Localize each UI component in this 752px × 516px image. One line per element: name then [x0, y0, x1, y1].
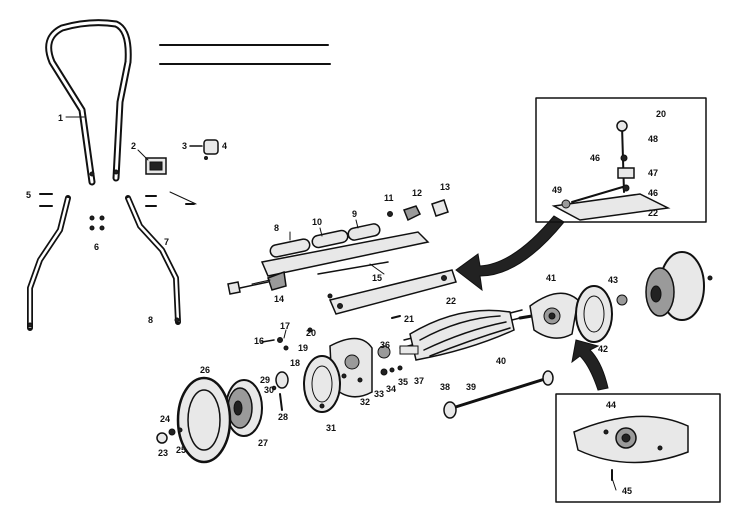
- wheel-right: [645, 251, 713, 321]
- adjust-hardware: [387, 199, 449, 222]
- handle-brace-left: [27, 195, 71, 331]
- label-29: 29: [260, 375, 270, 385]
- label-38: 38: [440, 382, 450, 392]
- label-25: 25: [176, 445, 186, 455]
- label-10: 10: [312, 217, 322, 227]
- label-33: 33: [374, 389, 384, 399]
- label-19: 19: [298, 343, 308, 353]
- inset-label-48: 48: [648, 134, 658, 144]
- inset-label-46-lower: 46: [648, 188, 658, 198]
- label-31: 31: [326, 423, 336, 433]
- small-hardware: [377, 345, 419, 376]
- label-30: 30: [264, 385, 274, 395]
- label-26: 26: [200, 365, 210, 375]
- label-1: 1: [58, 113, 63, 123]
- label-2: 2: [131, 141, 136, 151]
- inset-bottom-labels: 44 45: [606, 400, 632, 496]
- label-20: 20: [306, 328, 316, 338]
- label-14: 14: [274, 294, 284, 304]
- label-15: 15: [372, 273, 382, 283]
- tire-left: [176, 376, 232, 464]
- label-42: 42: [598, 344, 608, 354]
- inset-label-49: 49: [552, 185, 562, 195]
- inset-label-22: 22: [648, 208, 658, 218]
- inset-bottom: [555, 393, 721, 503]
- label-17: 17: [280, 321, 290, 331]
- label-8-left: 8: [274, 223, 279, 233]
- pinion-gear: [271, 371, 289, 411]
- label-18: 18: [290, 358, 300, 368]
- label-40: 40: [496, 356, 506, 366]
- label-41: 41: [546, 273, 556, 283]
- label-3: 3: [182, 141, 187, 151]
- label-34: 34: [386, 384, 396, 394]
- gear-housing: [529, 292, 579, 339]
- pawl-hardware: [261, 327, 313, 351]
- screws-right: [145, 195, 195, 207]
- label-36: 36: [380, 340, 390, 350]
- label-9: 9: [352, 209, 357, 219]
- wheel-42: [575, 285, 613, 343]
- inset-label-47: 47: [648, 168, 658, 178]
- handle: [45, 19, 132, 186]
- label-13: 13: [440, 182, 450, 192]
- wheel-31: [303, 355, 341, 413]
- part-labels: 1 2 3 4 5 6 7 8 8 10 9 11 12 13 14 15 16…: [26, 113, 618, 458]
- screw-21: [391, 315, 401, 319]
- label-43: 43: [608, 275, 618, 285]
- inset-top: [535, 97, 707, 223]
- label-35: 35: [398, 377, 408, 387]
- nuts: [89, 215, 105, 231]
- label-11: 11: [384, 193, 394, 203]
- washer-43: [616, 294, 628, 306]
- arrow-inset-to-bar: [455, 215, 565, 292]
- label-16: 16: [254, 336, 264, 346]
- label-4: 4: [222, 141, 227, 151]
- label-7: 7: [164, 237, 169, 247]
- inset-label-20: 20: [656, 109, 666, 119]
- axle: [443, 370, 554, 419]
- inset-top-labels: 20 48 46 47 46 49 22: [552, 109, 666, 218]
- label-28: 28: [278, 412, 288, 422]
- label-21: 21: [404, 314, 414, 324]
- bolt-and-knob: [189, 139, 219, 160]
- inset-label-46-upper: 46: [590, 153, 600, 163]
- label-22: 22: [446, 296, 456, 306]
- inset-label-44: 44: [606, 400, 616, 410]
- label-8: 8: [148, 315, 153, 325]
- hub-hardware: [156, 427, 183, 444]
- label-27: 27: [258, 438, 268, 448]
- grip-plate: [145, 157, 167, 175]
- label-39: 39: [466, 382, 476, 392]
- inset-label-45: 45: [622, 486, 632, 496]
- title-rules: [159, 44, 331, 65]
- drive-gear: [225, 379, 263, 437]
- handle-brace-right: [125, 195, 181, 325]
- reel-assembly: [399, 309, 534, 361]
- label-32: 32: [360, 397, 370, 407]
- adjusting-bar: [327, 269, 457, 315]
- label-5: 5: [26, 190, 31, 200]
- label-24: 24: [160, 414, 170, 424]
- label-37: 37: [414, 376, 424, 386]
- rollers: [269, 223, 381, 258]
- leader-lines: [65, 116, 617, 491]
- label-12: 12: [412, 188, 422, 198]
- end-bracket: [227, 270, 287, 295]
- screws-left: [39, 193, 53, 207]
- label-6: 6: [94, 242, 99, 252]
- label-23: 23: [158, 448, 168, 458]
- bed-knife: [260, 231, 430, 277]
- arrow-inset-bottom: [571, 339, 609, 391]
